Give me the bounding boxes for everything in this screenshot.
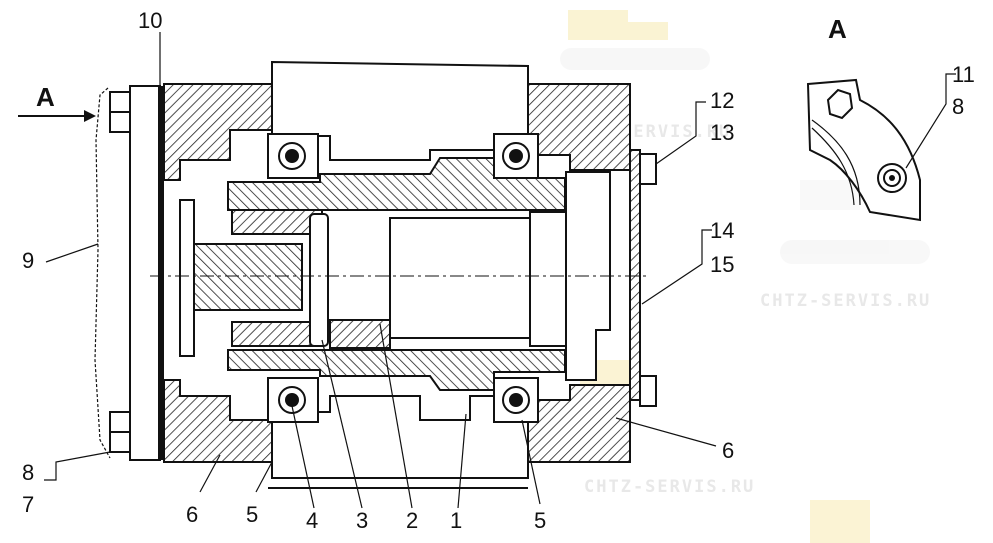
- callouts: 10 9 8 7 6 5 4 3 2 1 5 6 12 13 14 15 11 …: [22, 8, 975, 533]
- callout-15: 15: [710, 252, 734, 277]
- callout-4: 4: [306, 508, 318, 533]
- shaft-flange: [179, 199, 195, 357]
- hex-bolt-head: [826, 88, 854, 120]
- callout-5: 5: [534, 508, 546, 533]
- sleeve-lower: [231, 321, 323, 347]
- end-cover-outline: [94, 87, 111, 459]
- gasket-10: [158, 86, 164, 460]
- section-view: [94, 60, 657, 489]
- detail-label: A: [828, 14, 847, 44]
- cover-plate: [129, 85, 161, 461]
- housing-right-lower: [527, 384, 631, 463]
- callout-6: 6: [722, 438, 734, 463]
- callout-7: 7: [22, 492, 34, 517]
- bearing-top-right: [493, 133, 539, 179]
- callout-8: 8: [22, 460, 34, 485]
- callout-2: 2: [406, 508, 418, 533]
- bolt-head: [639, 153, 657, 185]
- watermark-text: CHTZ-SERVIS.RU: [584, 477, 755, 497]
- callout-10: 10: [138, 8, 162, 33]
- gear-hub-upper: [227, 157, 566, 211]
- shaft-bore: [389, 217, 531, 339]
- callout-9: 9: [22, 248, 34, 273]
- callout-3: 3: [356, 508, 368, 533]
- housing-left: [163, 83, 273, 181]
- sleeve-inner-lower: [329, 319, 391, 349]
- detail-view-a: A: [806, 14, 921, 222]
- watermark-logo: [780, 180, 930, 264]
- watermark-logo: [560, 10, 710, 70]
- bearing-top-left: [267, 133, 319, 179]
- housing-left-lower: [163, 379, 273, 463]
- view-arrow: A: [18, 82, 96, 122]
- bolt-head: [639, 375, 657, 407]
- callout-14: 14: [710, 218, 734, 243]
- callout-5: 5: [246, 502, 258, 527]
- callout-13: 13: [710, 120, 734, 145]
- view-label: A: [36, 82, 55, 112]
- end-sleeve: [529, 211, 567, 347]
- callout-6: 6: [186, 502, 198, 527]
- bearing-bottom-right: [493, 377, 539, 423]
- watermark-text: CHTZ-SERVIS.RU: [760, 291, 931, 311]
- callout-8: 8: [952, 94, 964, 119]
- callout-1: 1: [450, 508, 462, 533]
- sleeve: [231, 209, 323, 235]
- right-cover-plate: [629, 149, 641, 401]
- bearing-bottom-left: [267, 377, 319, 423]
- pin: [309, 213, 329, 347]
- callout-11: 11: [952, 62, 975, 87]
- housing-right: [527, 83, 631, 171]
- leader-lines: [44, 32, 956, 509]
- spline-shaft: [193, 243, 303, 311]
- callout-12: 12: [710, 88, 734, 113]
